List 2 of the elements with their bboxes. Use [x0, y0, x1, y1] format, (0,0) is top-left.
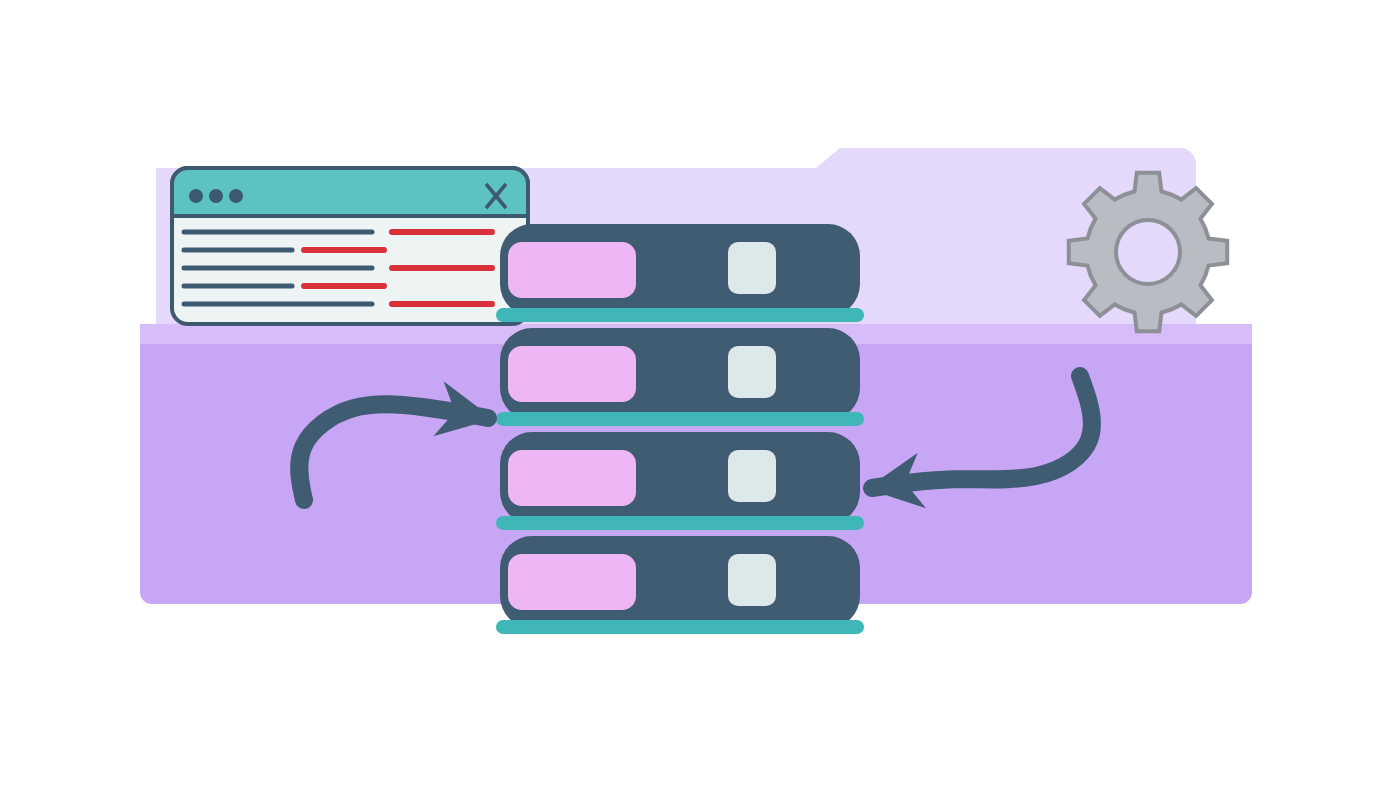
curved-arrow [290, 381, 497, 509]
curved-arrow [863, 367, 1101, 509]
